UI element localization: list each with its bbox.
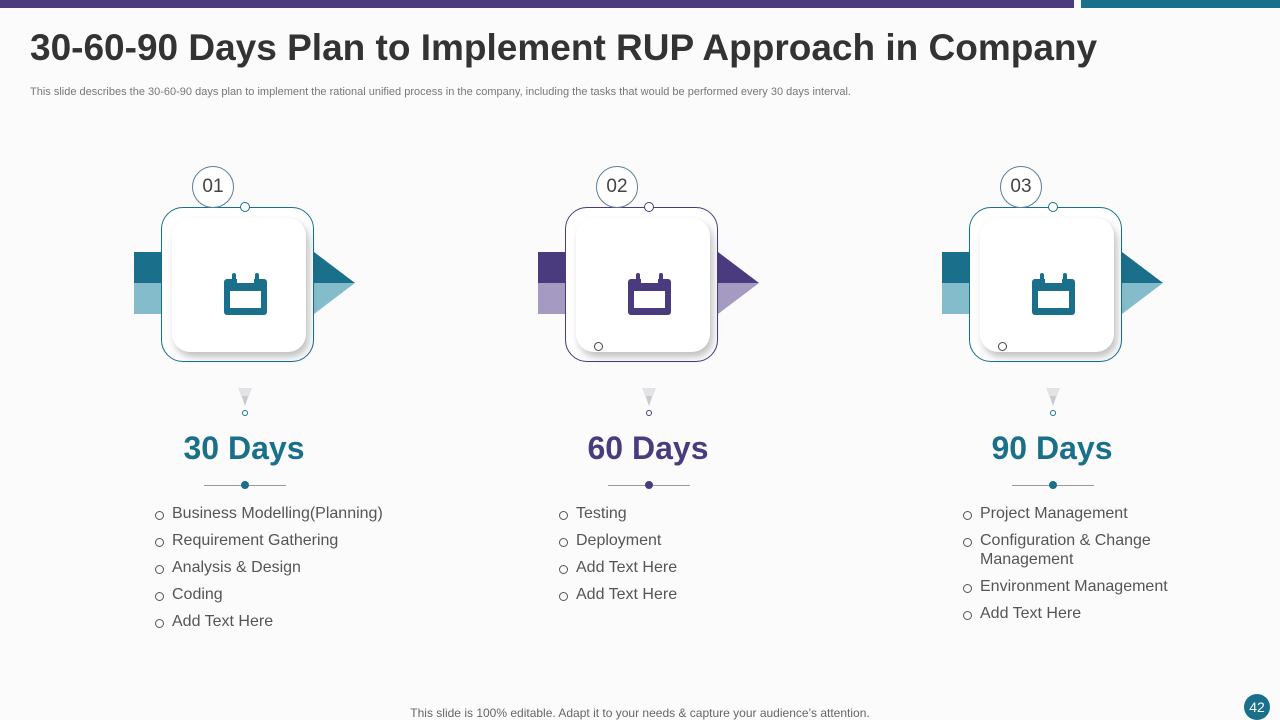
card-dot	[594, 342, 603, 351]
phase-number: 03	[1000, 166, 1042, 208]
card-inner	[576, 218, 710, 352]
card-pin	[240, 202, 250, 212]
top-accent-bar-teal	[1081, 0, 1280, 8]
task-item: Add Text Here	[962, 604, 1222, 623]
task-item: Add Text Here	[558, 585, 818, 604]
slide-title: 30-60-90 Days Plan to Implement RUP Appr…	[30, 27, 1098, 68]
calendar-icon	[628, 273, 671, 315]
divider-dot	[645, 481, 653, 489]
phase-card	[969, 202, 1122, 362]
slide-subtitle: This slide describes the 30-60-90 days p…	[30, 86, 851, 98]
phase-days-heading: 30 Days	[183, 430, 305, 466]
phase-column: 01 30 Days Business Modelling(P	[134, 160, 434, 660]
task-item: Testing	[558, 504, 818, 523]
page-number-badge: 42	[1244, 694, 1270, 720]
task-item: Project Management	[962, 504, 1222, 523]
slide-footer: This slide is 100% editable. Adapt it to…	[410, 706, 870, 720]
task-list: Business Modelling(Planning) Requirement …	[154, 504, 414, 639]
phase-days-heading: 60 Days	[587, 430, 709, 466]
task-item: Deployment	[558, 531, 818, 550]
task-item: Configuration & Change Management	[962, 531, 1222, 569]
down-connector	[238, 388, 252, 416]
task-item: Add Text Here	[558, 558, 818, 577]
task-item: Business Modelling(Planning)	[154, 504, 414, 523]
card-inner	[980, 218, 1114, 352]
divider-dot	[1049, 481, 1057, 489]
calendar-icon	[224, 273, 267, 315]
card-pin	[644, 202, 654, 212]
phase-number: 02	[596, 166, 638, 208]
phase-card	[565, 202, 718, 362]
divider-dot	[241, 481, 249, 489]
down-connector	[642, 388, 656, 416]
task-item: Add Text Here	[154, 612, 414, 631]
down-connector	[1046, 388, 1060, 416]
phase-number: 01	[192, 166, 234, 208]
phase-card	[161, 202, 314, 362]
top-accent-bar-purple	[0, 0, 1074, 8]
task-item: Coding	[154, 585, 414, 604]
task-item: Analysis & Design	[154, 558, 414, 577]
task-item: Environment Management	[962, 577, 1222, 596]
calendar-icon	[1032, 273, 1075, 315]
task-item: Requirement Gathering	[154, 531, 414, 550]
phase-days-heading: 90 Days	[991, 430, 1113, 466]
card-pin	[1048, 202, 1058, 212]
card-inner	[172, 218, 306, 352]
card-dot	[998, 342, 1007, 351]
